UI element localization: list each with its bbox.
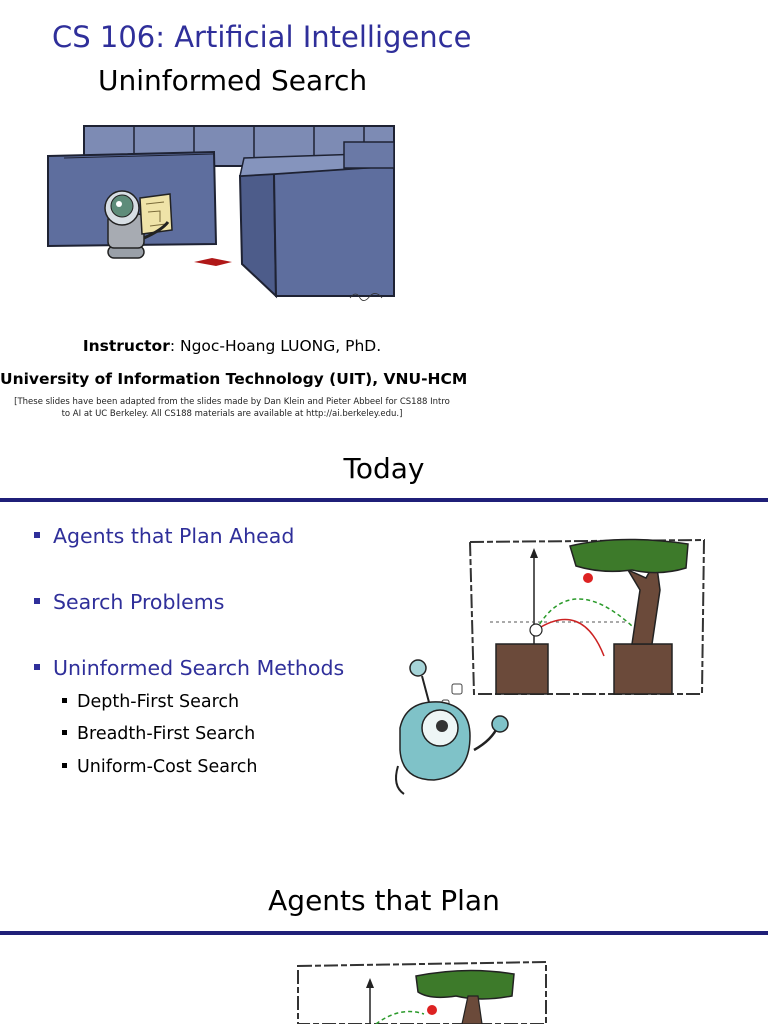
bullet-icon	[34, 532, 40, 538]
deck-subtitle: Uninformed Search	[98, 64, 368, 97]
slide-heading: Today	[343, 452, 425, 485]
title-slide: CS 106: Artificial Intelligence Uninform…	[0, 0, 768, 440]
bullet-icon	[34, 598, 40, 604]
bullet-text: Agents that Plan Ahead	[53, 524, 295, 548]
bullet-item: Uninformed Search Methods	[34, 656, 344, 680]
bullet-item: Search Problems	[34, 590, 224, 614]
instructor-name: : Ngoc-Hoang LUONG, PhD.	[169, 337, 382, 355]
bullet-icon	[34, 664, 40, 670]
bullet-icon	[62, 762, 67, 768]
slide-heading: Agents that Plan	[268, 884, 500, 917]
robot-thought-bubble-illustration	[297, 960, 547, 1024]
today-slide: Today Agents that Plan Ahead Search Prob…	[0, 440, 768, 880]
bullet-list: Agents that Plan Ahead Search Problems U…	[0, 440, 400, 880]
instructor-line: Instructor: Ngoc-Hoang LUONG, PhD.	[0, 337, 464, 355]
bullet-icon	[62, 729, 67, 735]
agents-slide: Agents that Plan	[0, 880, 768, 1024]
maze-robot-illustration	[47, 125, 395, 301]
heading-rule	[0, 498, 768, 502]
bullet-text: Uninformed Search Methods	[53, 656, 345, 680]
heading-rule	[0, 931, 768, 935]
bullet-text: Search Problems	[53, 590, 225, 614]
instructor-label: Instructor	[82, 337, 170, 355]
credit-note: [These slides have been adapted from the…	[14, 397, 450, 419]
sub-bullet-item: Uniform-Cost Search	[62, 757, 257, 777]
bullet-item: Agents that Plan Ahead	[34, 524, 294, 548]
sub-bullet-text: Uniform-Cost Search	[77, 757, 258, 777]
university-line: University of Information Technology (UI…	[0, 370, 468, 388]
bullet-icon	[62, 697, 67, 703]
course-title: CS 106: Artificial Intelligence	[52, 20, 472, 54]
sub-bullet-text: Breadth-First Search	[77, 724, 256, 744]
robot-thought-bubble-illustration	[395, 538, 706, 795]
sub-bullet-item: Breadth-First Search	[62, 724, 255, 744]
sub-bullet-text: Depth-First Search	[77, 692, 240, 712]
sub-bullet-item: Depth-First Search	[62, 692, 239, 712]
